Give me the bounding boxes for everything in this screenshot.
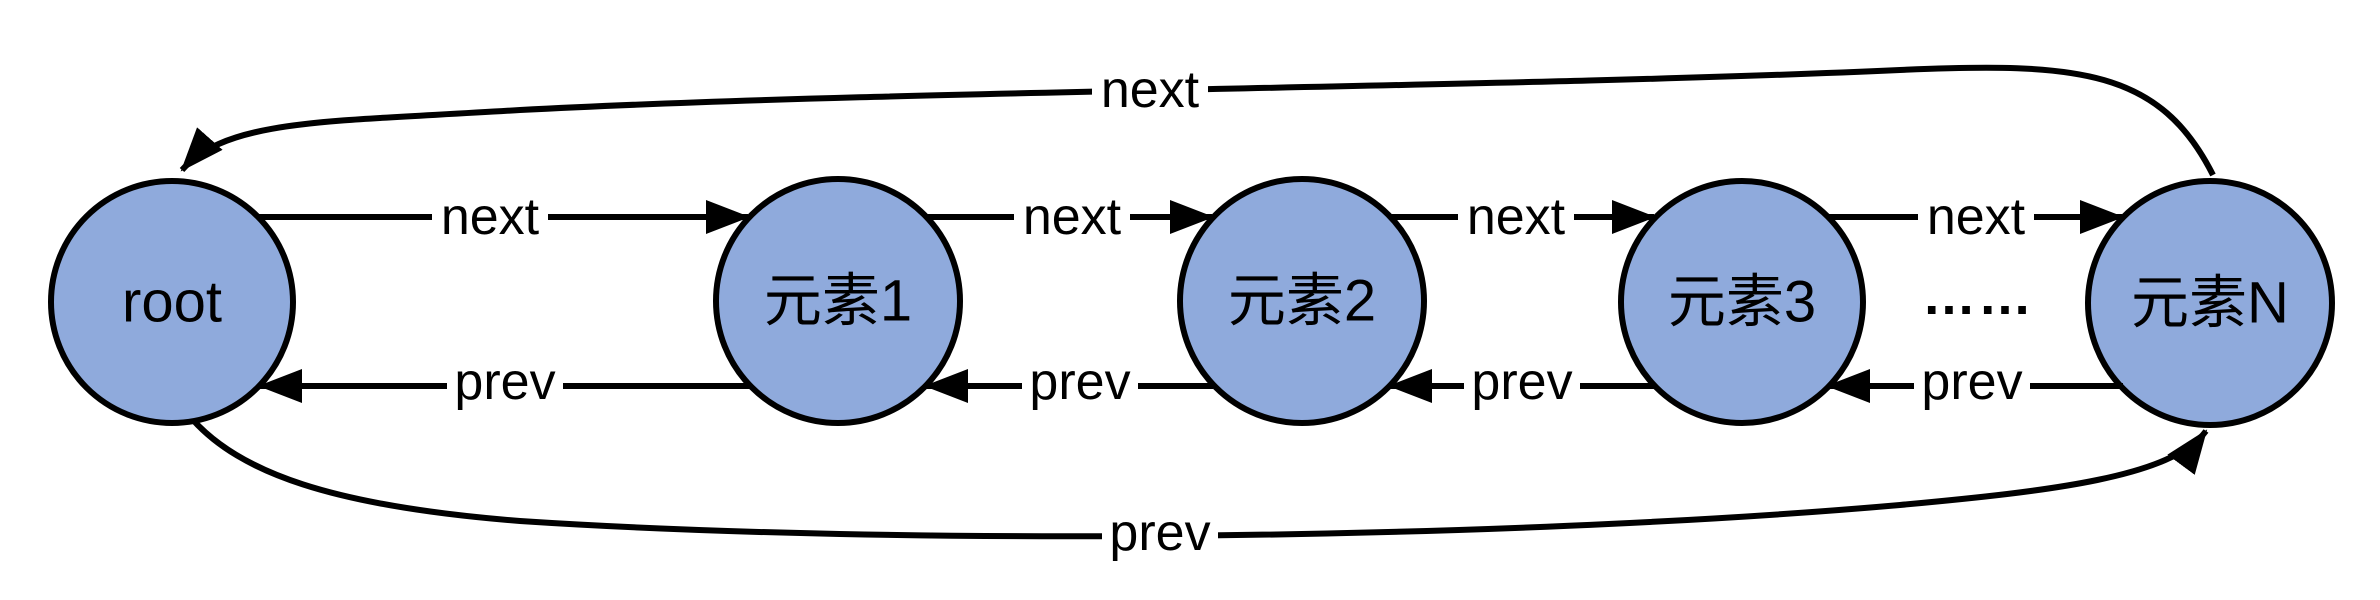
edge-label-prev-e1-root: prev (454, 353, 555, 411)
edge-label-prev-e2-e1: prev (1029, 353, 1130, 411)
edge-label-bg (1918, 194, 2034, 240)
edge-label-next-root-e1: next (441, 188, 540, 246)
node-label-e1: 元素1 (764, 269, 912, 334)
edge-label-bg (1458, 194, 1574, 240)
node-label-root: root (122, 270, 222, 335)
node-label-e3: 元素3 (1668, 270, 1816, 335)
edge-label-next-e3-eN: next (1927, 188, 2026, 246)
edge-label-bg (1102, 510, 1218, 556)
node-e3 (1618, 178, 1866, 426)
edge-label-bg (1022, 359, 1138, 405)
edge-label-bg (1464, 359, 1580, 405)
edge-label-next-eN-root: next (1101, 61, 1200, 119)
edge-label-bg (1914, 359, 2030, 405)
edge-label-next-e1-e2: next (1023, 188, 1122, 246)
ellipsis-label: …… (1922, 266, 2034, 326)
edge-label-bg (1092, 67, 1208, 113)
edge-label-prev-eN-e3: prev (1921, 353, 2022, 411)
edge-label-next-e2-e3: next (1467, 188, 1566, 246)
node-eN (2085, 178, 2335, 428)
edge-label-bg (1014, 194, 1130, 240)
node-root (48, 178, 296, 426)
node-label-eN: 元素N (2131, 271, 2289, 336)
edge-label-prev-root-eN: prev (1109, 504, 1210, 562)
node-e1 (713, 176, 963, 426)
node-e2 (1177, 176, 1427, 426)
edge-label-bg (447, 359, 563, 405)
edge-label-prev-e3-e2: prev (1471, 353, 1572, 411)
edge-label-bg (432, 194, 548, 240)
node-label-e2: 元素2 (1228, 269, 1376, 334)
